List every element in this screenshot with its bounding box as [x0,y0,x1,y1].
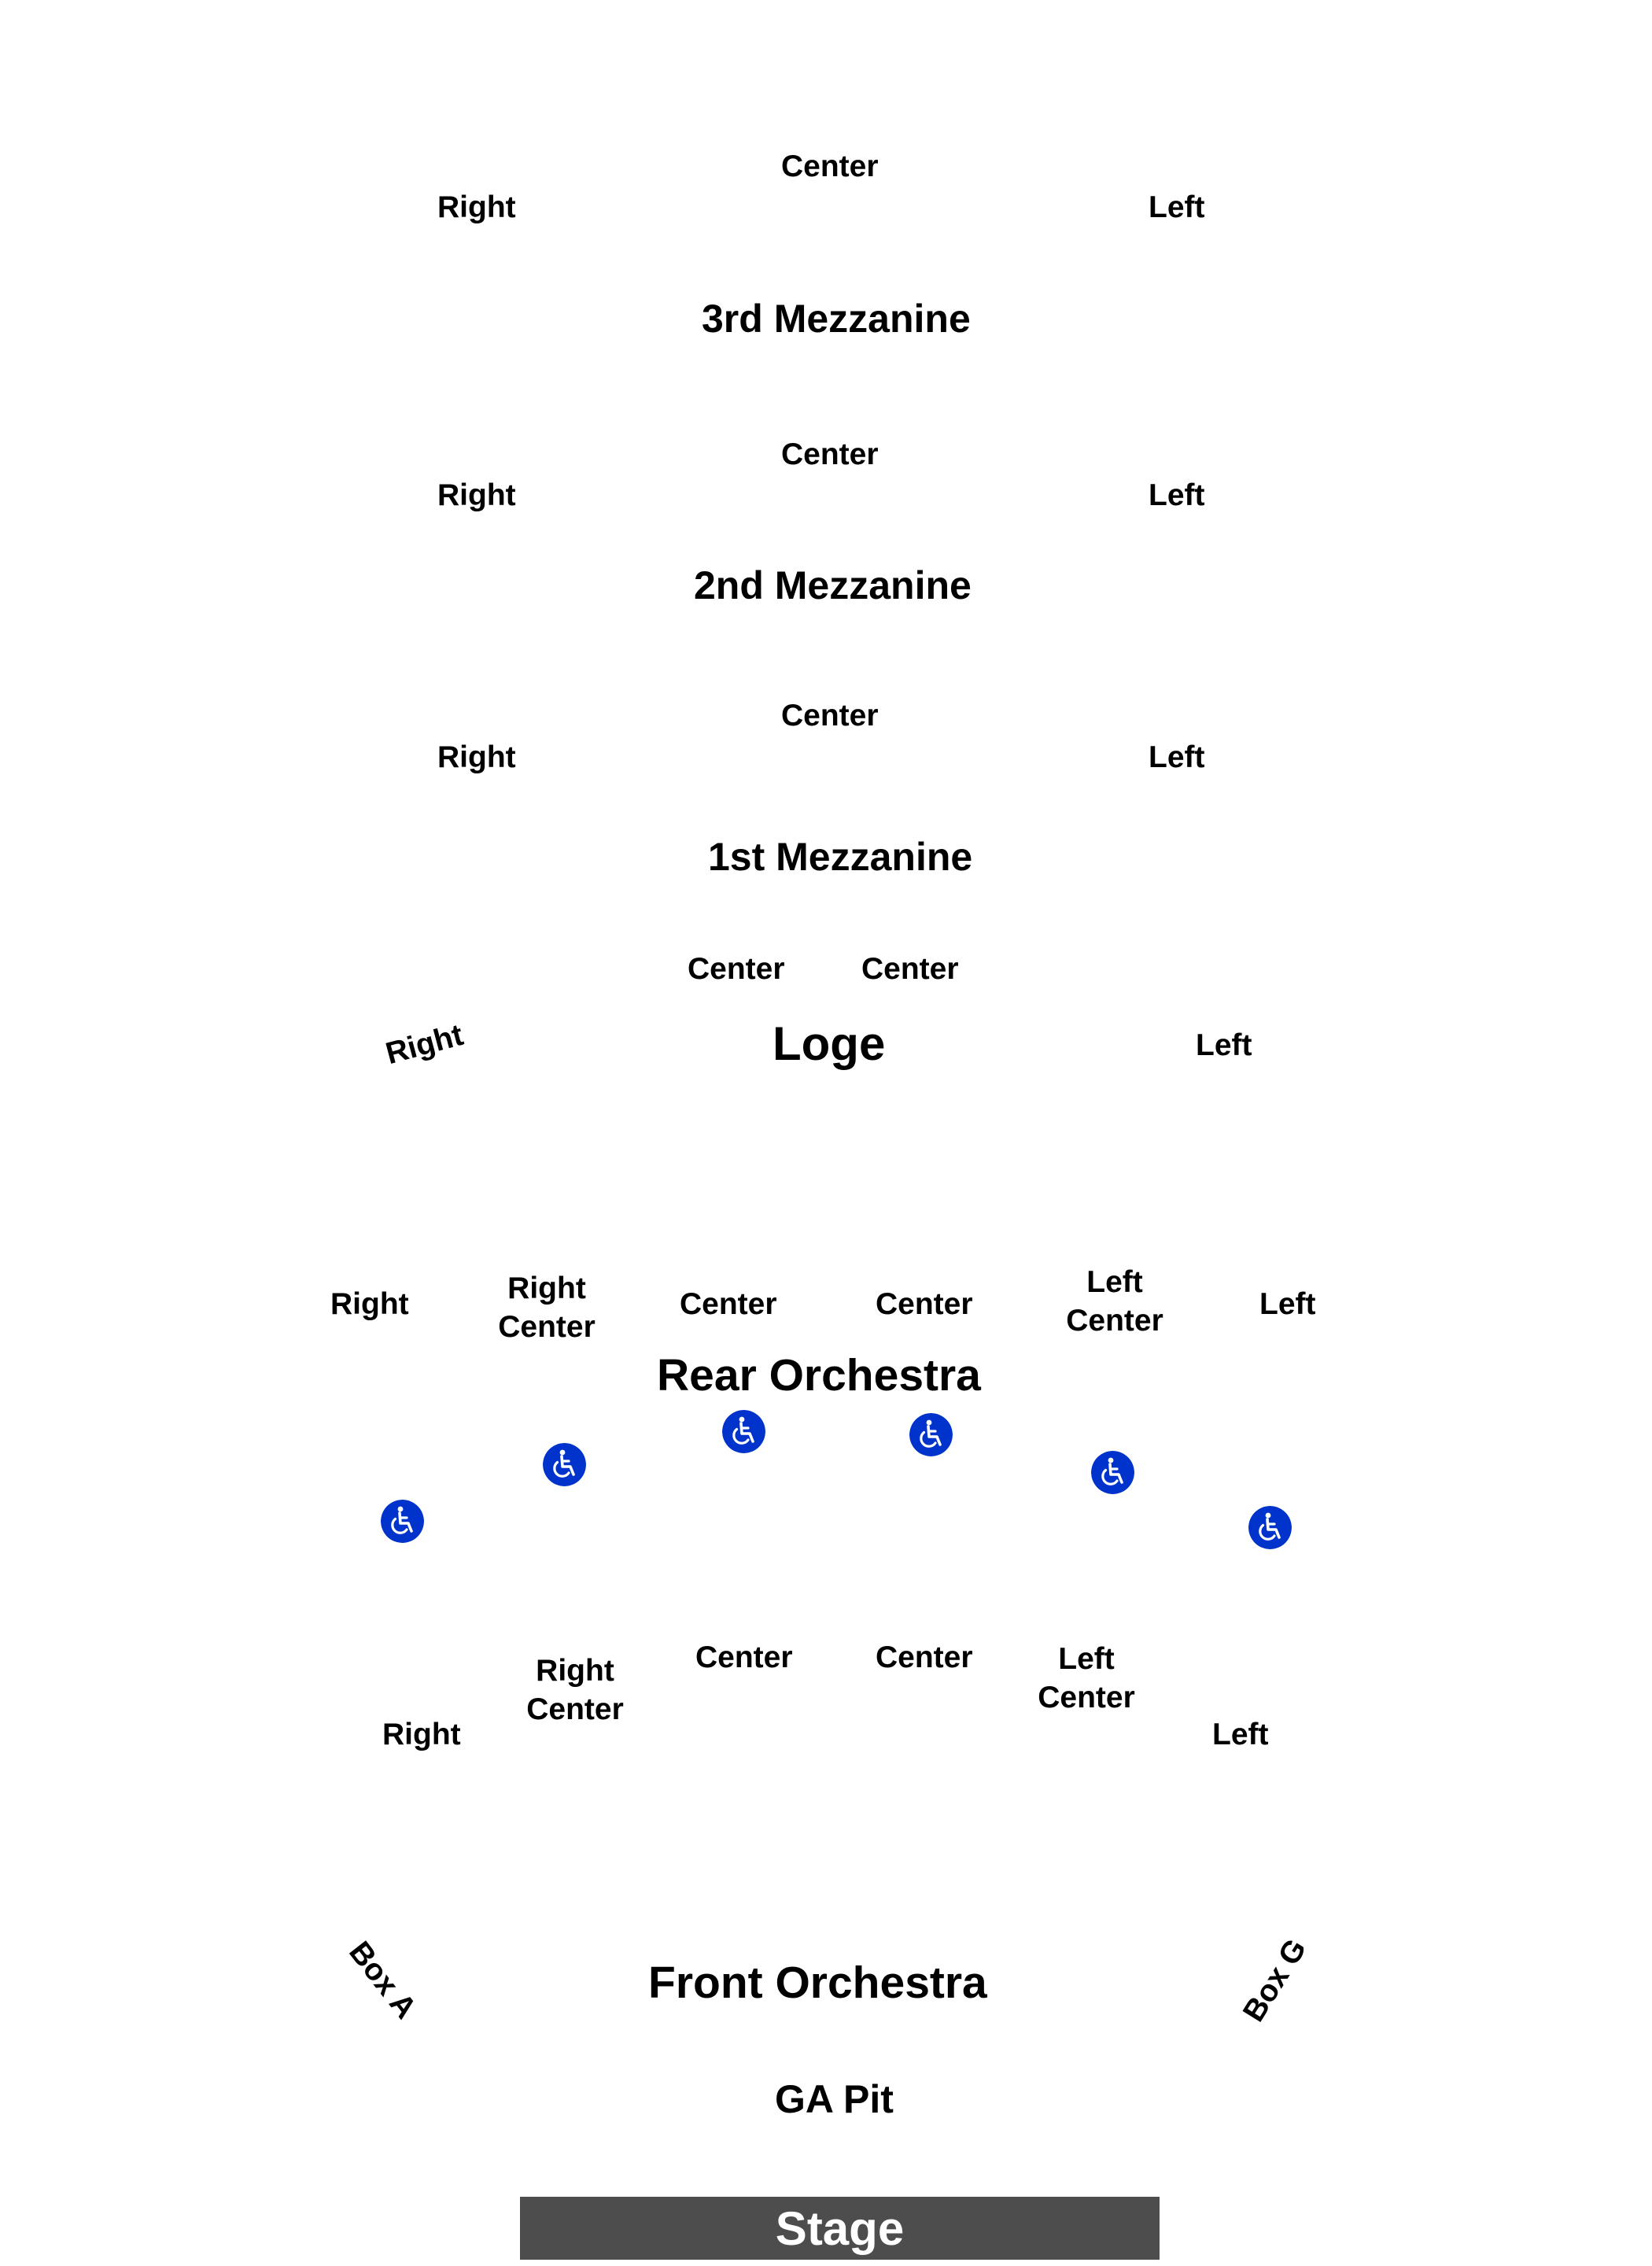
wheelchair-icon[interactable] [722,1410,765,1453]
section-front-orch-right[interactable]: Right [382,1718,461,1751]
section-front-orch-left[interactable]: Left [1212,1718,1269,1751]
section-front-orch-right-center[interactable]: Right Center [524,1652,626,1729]
section-loge-center-1[interactable]: Center [688,952,785,986]
section-third-mezz-center[interactable]: Center [781,149,879,183]
section-first-mezz-left[interactable]: Left [1149,740,1205,774]
wheelchair-icon-graphic [543,1443,586,1486]
level-title-first-mezzanine: 1st Mezzanine [708,835,973,879]
level-title-rear-orchestra: Rear Orchestra [657,1350,981,1401]
wheelchair-icon[interactable] [909,1413,953,1456]
section-rear-orch-right[interactable]: Right [330,1287,409,1321]
section-loge-right[interactable]: Right [382,1017,467,1072]
wheelchair-icon-graphic [1091,1451,1134,1494]
wheelchair-icon[interactable] [1248,1506,1292,1549]
wheelchair-icon-graphic [722,1410,765,1453]
section-front-orch-right-center-label: Right Center [526,1654,624,1726]
section-third-mezz-left[interactable]: Left [1149,190,1205,224]
section-first-mezz-right[interactable]: Right [437,740,516,774]
level-title-second-mezzanine: 2nd Mezzanine [694,563,972,607]
section-box-a[interactable]: Box A [342,1935,423,2025]
section-second-mezz-right[interactable]: Right [437,478,516,512]
stage-label: Stage [775,2201,905,2255]
section-first-mezz-center[interactable]: Center [781,699,879,733]
section-front-orch-left-center[interactable]: Left Center [1035,1640,1138,1718]
stage: Stage [520,2197,1160,2260]
wheelchair-icon-graphic [1248,1506,1292,1549]
level-title-third-mezzanine: 3rd Mezzanine [702,297,971,341]
section-rear-orch-left-center[interactable]: Left Center [1064,1264,1166,1341]
section-rear-orch-left[interactable]: Left [1259,1287,1316,1321]
section-second-mezz-left[interactable]: Left [1149,478,1205,512]
wheelchair-icon[interactable] [1091,1451,1134,1494]
level-title-front-orchestra: Front Orchestra [648,1958,987,2008]
section-rear-orch-left-center-label: Left Center [1066,1265,1163,1338]
wheelchair-icon-graphic [909,1413,953,1456]
section-front-orch-center-2[interactable]: Center [876,1640,973,1674]
section-rear-orch-right-center[interactable]: Right Center [496,1270,598,1347]
section-rear-orch-center-1[interactable]: Center [680,1287,777,1321]
level-title-loge: Loge [773,1017,886,1070]
section-loge-left[interactable]: Left [1196,1028,1252,1062]
wheelchair-icon[interactable] [543,1443,586,1486]
section-rear-orch-center-2[interactable]: Center [876,1287,973,1321]
section-front-orch-center-1[interactable]: Center [695,1640,793,1674]
section-third-mezz-right[interactable]: Right [437,190,516,224]
section-ga-pit[interactable]: GA Pit [775,2077,894,2121]
section-box-g[interactable]: Box G [1236,1932,1314,2028]
section-front-orch-left-center-label: Left Center [1038,1642,1135,1714]
section-rear-orch-right-center-label: Right Center [498,1271,596,1344]
wheelchair-icon-graphic [381,1500,424,1543]
section-loge-center-2[interactable]: Center [861,952,959,986]
section-second-mezz-center[interactable]: Center [781,437,879,471]
wheelchair-icon[interactable] [381,1500,424,1543]
